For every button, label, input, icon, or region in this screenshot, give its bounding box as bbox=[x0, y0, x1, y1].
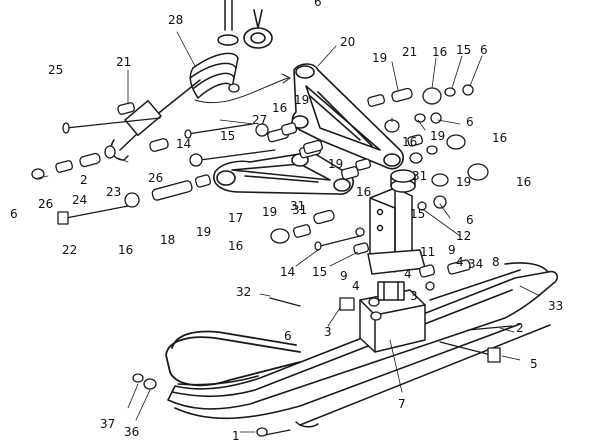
callout-16: 16 bbox=[516, 175, 531, 189]
callout-36: 36 bbox=[124, 425, 139, 439]
callout-31: 31 bbox=[290, 199, 305, 213]
callout-21: 21 bbox=[116, 55, 131, 69]
callout-labels: 28 20 25 21 19 21 16 15 6 27 16 19 15 6 … bbox=[10, 0, 563, 443]
ski-runner bbox=[167, 262, 558, 420]
callout-28: 28 bbox=[168, 13, 183, 27]
callout-22: 22 bbox=[62, 243, 77, 257]
callout-11: 11 bbox=[420, 245, 435, 259]
callout-19: 19 bbox=[456, 175, 471, 189]
callout-6: 6 bbox=[480, 43, 488, 57]
callout-32: 32 bbox=[236, 285, 251, 299]
callout-9: 9 bbox=[448, 243, 456, 257]
callout-15: 15 bbox=[456, 43, 471, 57]
callout-21: 21 bbox=[402, 45, 417, 59]
callout-19: 19 bbox=[294, 93, 309, 107]
callout-2: 2 bbox=[516, 321, 524, 335]
callout-16: 16 bbox=[492, 131, 507, 145]
keel-rod bbox=[295, 324, 551, 428]
callout-9: 9 bbox=[340, 269, 348, 283]
callout-31: 31 bbox=[292, 203, 307, 217]
shock-spring bbox=[110, 0, 239, 161]
callout-31: 31 bbox=[412, 169, 427, 183]
callout-5: 5 bbox=[530, 357, 538, 371]
callout-33: 33 bbox=[548, 299, 563, 313]
callout-18: 18 bbox=[160, 233, 175, 247]
spindle bbox=[367, 169, 426, 275]
upper-a-arm bbox=[291, 63, 404, 170]
callout-1: 1 bbox=[232, 429, 240, 443]
callout-4: 4 bbox=[456, 255, 464, 269]
callout-16: 16 bbox=[432, 45, 447, 59]
callout-16: 16 bbox=[356, 185, 371, 199]
callout-17: 17 bbox=[228, 211, 243, 225]
callout-3: 3 bbox=[324, 325, 332, 339]
callout-14: 14 bbox=[280, 265, 295, 279]
callout-7: 7 bbox=[398, 397, 406, 411]
callout-16: 16 bbox=[402, 135, 417, 149]
callout-15: 15 bbox=[312, 265, 327, 279]
ski-hoop bbox=[165, 330, 301, 387]
callout-25: 25 bbox=[48, 63, 63, 77]
callout-16: 16 bbox=[272, 101, 287, 115]
callout-15: 15 bbox=[410, 207, 425, 221]
callout-4: 4 bbox=[404, 267, 412, 281]
callout-6: 6 bbox=[466, 115, 474, 129]
callout-6: 6 bbox=[10, 207, 18, 221]
callout-19: 19 bbox=[262, 205, 277, 219]
callout-3: 3 bbox=[410, 289, 418, 303]
callout-26: 26 bbox=[38, 197, 53, 211]
callout-8: 8 bbox=[492, 255, 500, 269]
retainer-ring bbox=[243, 9, 273, 49]
callout-26: 26 bbox=[148, 171, 163, 185]
small-parts bbox=[31, 83, 489, 437]
callout-4: 4 bbox=[352, 279, 360, 293]
callout-19: 19 bbox=[372, 51, 387, 65]
callout-34: 34 bbox=[468, 257, 483, 271]
callout-37: 37 bbox=[100, 417, 115, 431]
callout-15: 15 bbox=[220, 129, 235, 143]
leader-lines bbox=[37, 31, 541, 433]
callout-24: 24 bbox=[72, 193, 87, 207]
callout-16: 16 bbox=[118, 243, 133, 257]
callout-20: 20 bbox=[340, 35, 355, 49]
callout-19: 19 bbox=[328, 157, 343, 171]
callout-12: 12 bbox=[456, 229, 471, 243]
callout-19: 19 bbox=[430, 129, 445, 143]
assembly-arrow bbox=[194, 73, 291, 104]
callout-14: 14 bbox=[176, 137, 191, 151]
callout-23: 23 bbox=[106, 185, 121, 199]
callout-2: 2 bbox=[80, 173, 88, 187]
callout-6: 6 bbox=[314, 0, 322, 9]
callout-27: 27 bbox=[252, 113, 267, 127]
callout-16: 16 bbox=[228, 239, 243, 253]
callout-6: 6 bbox=[284, 329, 292, 343]
callout-6: 6 bbox=[466, 213, 474, 227]
callout-19: 19 bbox=[196, 225, 211, 239]
